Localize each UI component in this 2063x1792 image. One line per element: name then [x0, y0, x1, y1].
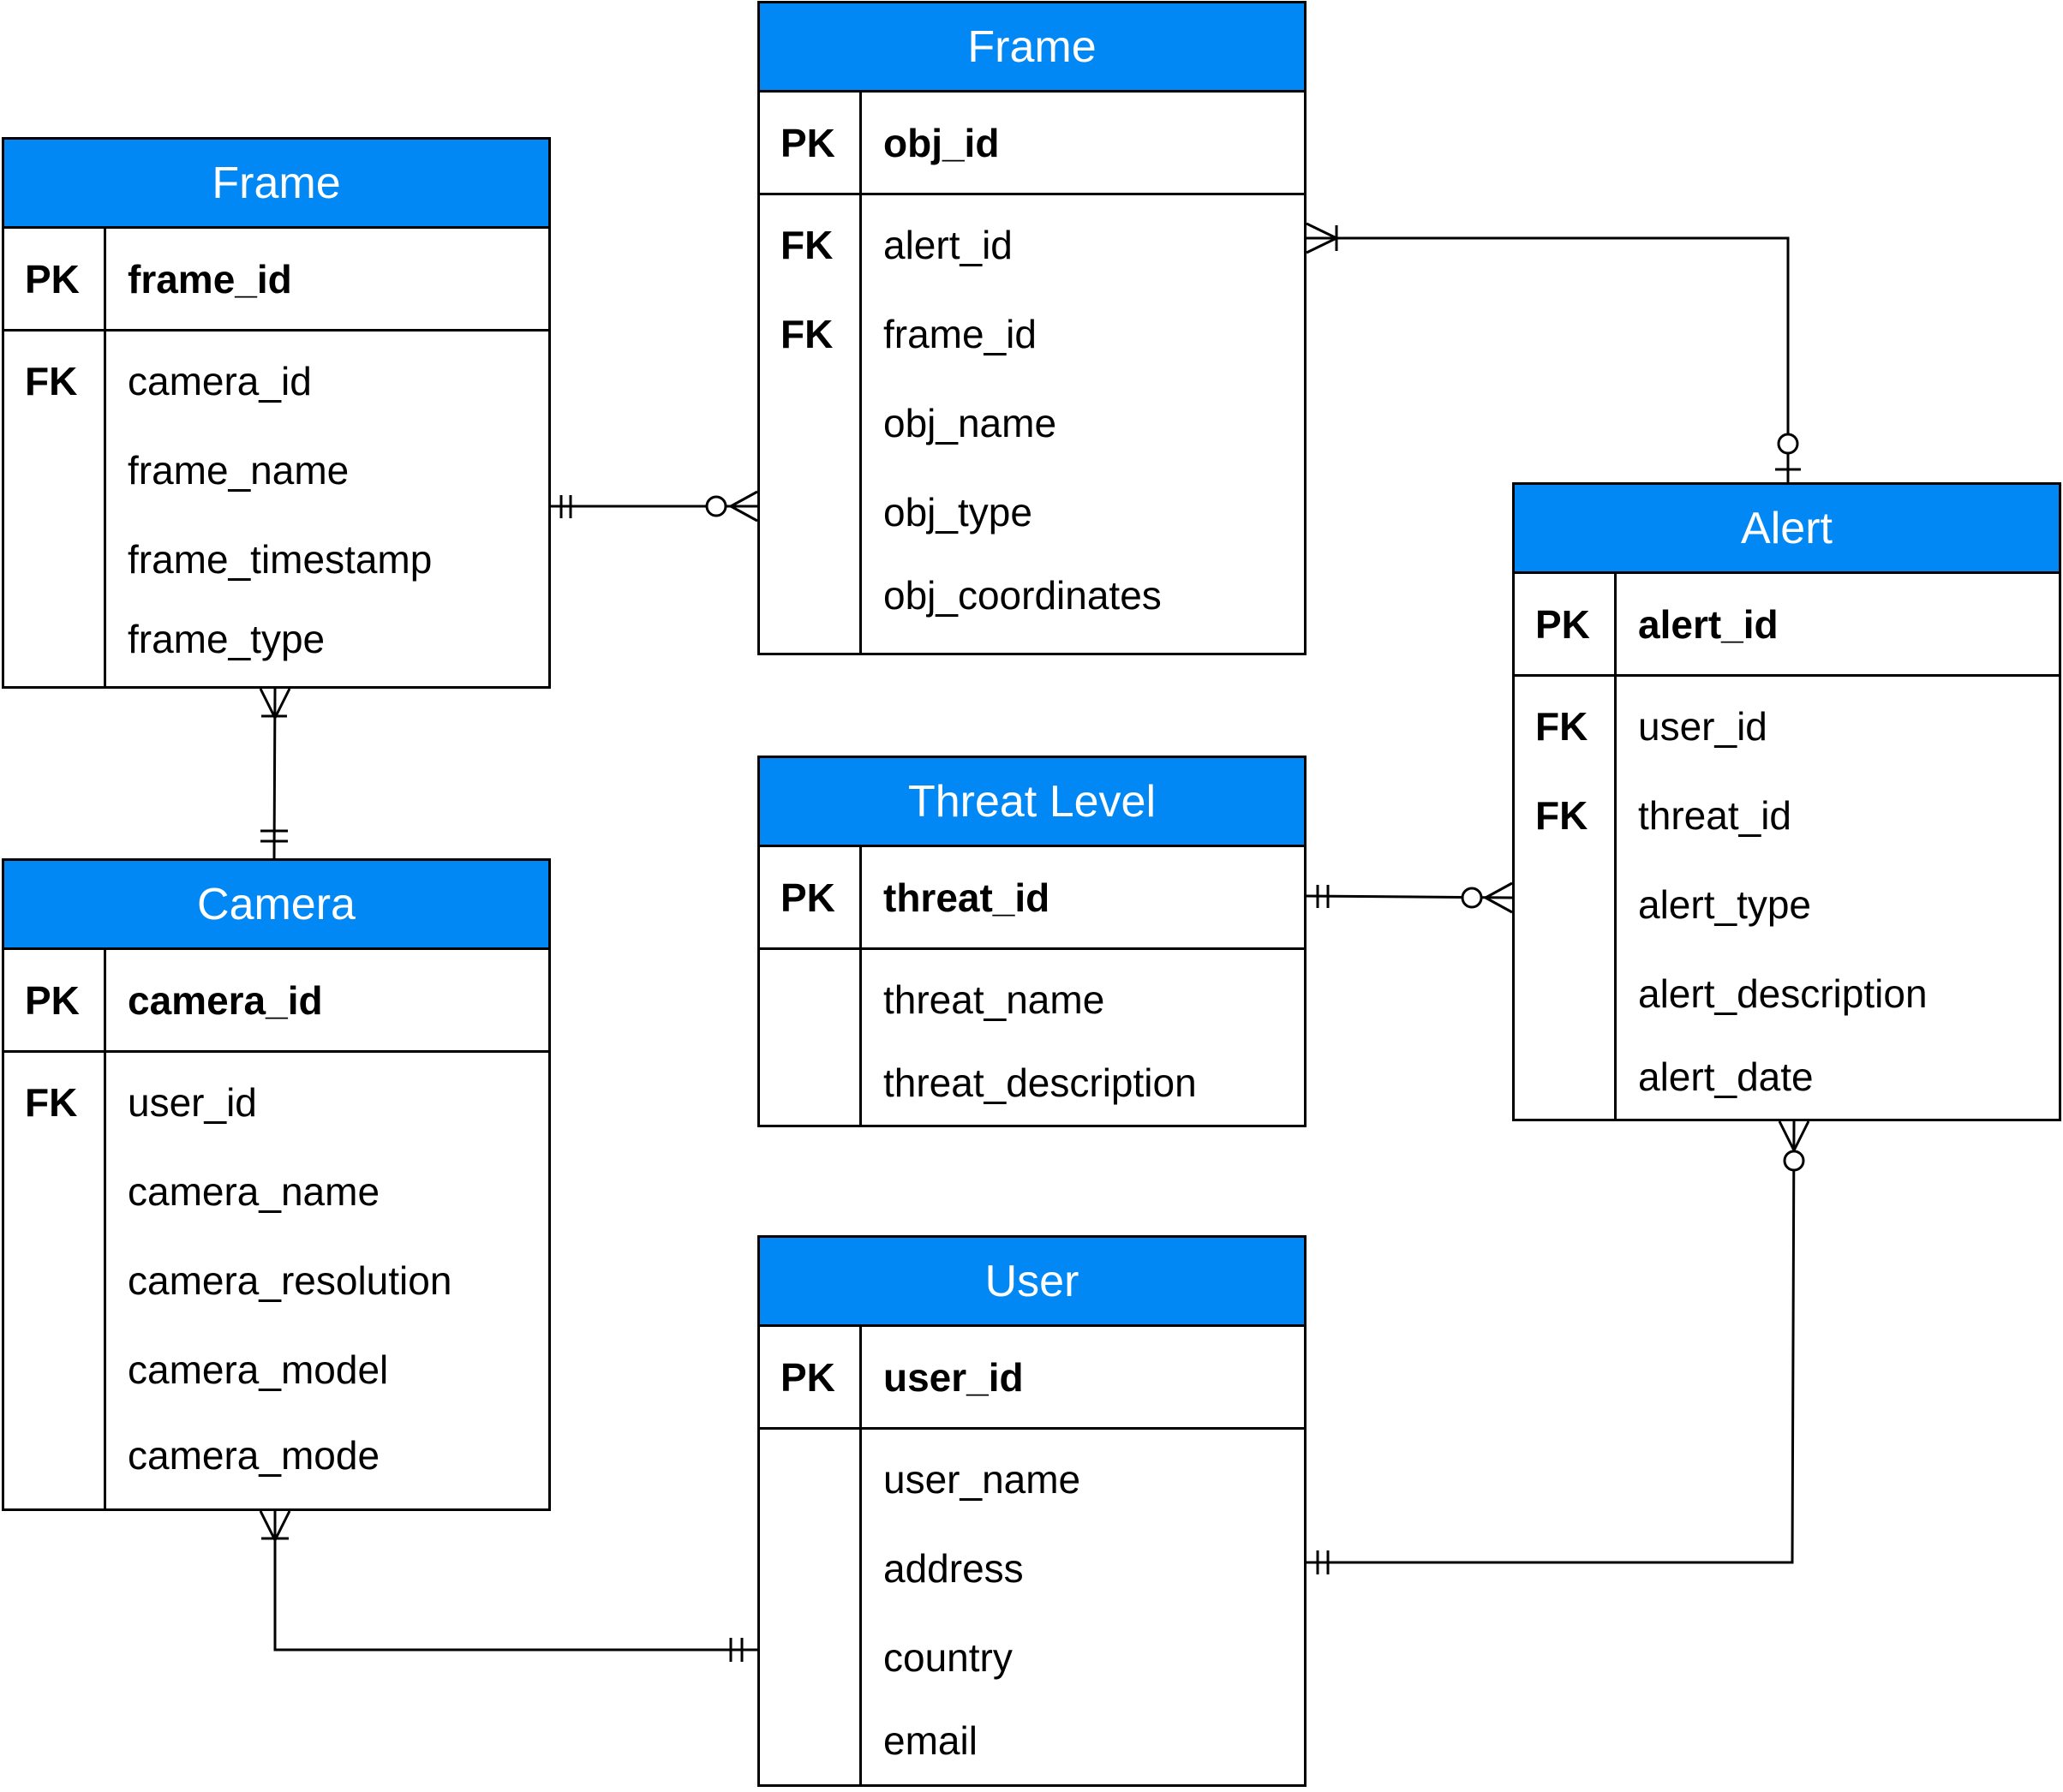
attribute-name: email [883, 1718, 978, 1763]
attribute-row[interactable]: obj_type [760, 468, 1304, 557]
attribute-name: threat_id [883, 875, 1050, 920]
entity-threat-level[interactable]: Threat Level PK threat_id threat_name th… [757, 756, 1307, 1127]
attribute-name: alert_type [1638, 882, 1812, 927]
key-label: FK [1535, 793, 1588, 838]
attribute-row[interactable]: FK alert_id [760, 200, 1304, 290]
key-label: PK [25, 977, 80, 1023]
primary-key-row[interactable]: PK obj_id [760, 93, 1304, 195]
attribute-name: frame_name [128, 448, 350, 493]
attribute-row[interactable]: alert_description [1515, 949, 2059, 1038]
attribute-row[interactable]: camera_model [4, 1325, 548, 1414]
attribute-name: threat_name [883, 977, 1105, 1022]
column-divider [104, 229, 106, 686]
key-label: FK [1535, 704, 1588, 749]
attribute-name: obj_name [883, 401, 1057, 445]
attribute-row[interactable]: alert_date [1515, 1038, 2059, 1115]
attribute-row[interactable]: user_name [760, 1435, 1304, 1524]
column-divider [104, 950, 106, 1508]
key-label: PK [25, 256, 80, 302]
primary-key-row[interactable]: PK frame_id [4, 229, 548, 332]
attribute-row[interactable]: FK threat_id [1515, 771, 2059, 860]
entity-header: Camera [4, 861, 548, 950]
attribute-name: camera_mode [128, 1433, 380, 1478]
entity-camera[interactable]: Camera PK camera_id FK user_id camera_na… [2, 858, 551, 1511]
attribute-row[interactable]: FK user_id [4, 1058, 548, 1147]
attribute-name: obj_type [883, 490, 1032, 535]
key-label: PK [780, 1354, 835, 1400]
attribute-row[interactable]: obj_coordinates [760, 557, 1304, 634]
attribute-name: camera_name [128, 1169, 380, 1214]
rel-alert-detection [1306, 222, 1801, 482]
attribute-name: user_name [883, 1457, 1081, 1502]
column-divider [859, 93, 862, 653]
attribute-row[interactable]: address [760, 1524, 1304, 1613]
attribute-name: obj_id [883, 120, 1000, 165]
attribute-row[interactable]: frame_timestamp [4, 515, 548, 604]
attribute-name: alert_id [883, 223, 1013, 267]
primary-key-row[interactable]: PK alert_id [1515, 574, 2059, 677]
attribute-name: country [883, 1635, 1013, 1680]
rel-camera-frame [259, 688, 291, 859]
key-label: FK [25, 1080, 78, 1125]
entity-header: Frame [760, 3, 1304, 93]
attribute-name: alert_description [1638, 971, 1928, 1016]
attribute-name: user_id [1638, 704, 1767, 749]
primary-key-row[interactable]: PK user_id [760, 1327, 1304, 1430]
column-divider [859, 847, 862, 1125]
key-label: PK [1535, 601, 1590, 647]
attribute-row[interactable]: threat_name [760, 955, 1304, 1044]
attribute-row[interactable]: camera_resolution [4, 1236, 548, 1325]
attribute-name: frame_id [883, 312, 1037, 356]
attribute-name: obj_coordinates [883, 573, 1162, 618]
attribute-name: camera_id [128, 359, 312, 403]
key-label: PK [780, 875, 835, 920]
rel-user-alert [1307, 1120, 1810, 1574]
attribute-name: camera_resolution [128, 1258, 452, 1303]
rel-threat-alert [1306, 881, 1513, 914]
entity-detection[interactable]: Frame PK obj_id FK alert_id FK frame_id … [757, 1, 1307, 655]
attribute-row[interactable]: frame_name [4, 426, 548, 515]
attribute-name: camera_model [128, 1347, 389, 1392]
attribute-row[interactable]: FK camera_id [4, 337, 548, 426]
key-label: PK [780, 120, 835, 165]
attribute-name: frame_type [128, 617, 326, 661]
attribute-row[interactable]: obj_name [760, 379, 1304, 468]
entity-header: User [760, 1238, 1304, 1327]
column-divider [1614, 574, 1617, 1119]
entity-frame[interactable]: Frame PK frame_id FK camera_id frame_nam… [2, 137, 551, 689]
attribute-row[interactable]: email [760, 1702, 1304, 1779]
attribute-name: address [883, 1546, 1024, 1591]
attribute-name: frame_id [128, 256, 292, 302]
attribute-name: threat_id [1638, 793, 1792, 838]
attribute-name: frame_timestamp [128, 537, 433, 582]
attribute-name: alert_id [1638, 601, 1779, 647]
primary-key-row[interactable]: PK camera_id [4, 950, 548, 1053]
entity-alert[interactable]: Alert PK alert_id FK user_id FK threat_i… [1512, 482, 2061, 1121]
attribute-name: alert_date [1638, 1054, 1814, 1099]
attribute-row[interactable]: FK frame_id [760, 290, 1304, 379]
attribute-row[interactable]: threat_description [760, 1044, 1304, 1121]
entity-header: Alert [1515, 485, 2059, 574]
attribute-row[interactable]: camera_mode [4, 1414, 548, 1496]
key-label: FK [780, 223, 834, 267]
key-label: FK [780, 312, 834, 356]
attribute-row[interactable]: alert_type [1515, 860, 2059, 949]
rel-frame-detection [551, 490, 758, 523]
primary-key-row[interactable]: PK threat_id [760, 847, 1304, 950]
attribute-row[interactable]: country [760, 1613, 1304, 1702]
column-divider [859, 1327, 862, 1784]
attribute-name: camera_id [128, 977, 323, 1023]
key-label: FK [25, 359, 78, 403]
entity-user[interactable]: User PK user_id user_name address countr… [757, 1235, 1307, 1787]
entity-header: Frame [4, 140, 548, 229]
attribute-name: user_id [883, 1354, 1024, 1400]
attribute-row[interactable]: frame_type [4, 604, 548, 674]
attribute-name: user_id [128, 1080, 257, 1125]
attribute-row[interactable]: camera_name [4, 1147, 548, 1236]
entity-header: Threat Level [760, 758, 1304, 847]
rel-user-camera [259, 1510, 757, 1662]
attribute-name: threat_description [883, 1060, 1197, 1105]
attribute-row[interactable]: FK user_id [1515, 682, 2059, 771]
